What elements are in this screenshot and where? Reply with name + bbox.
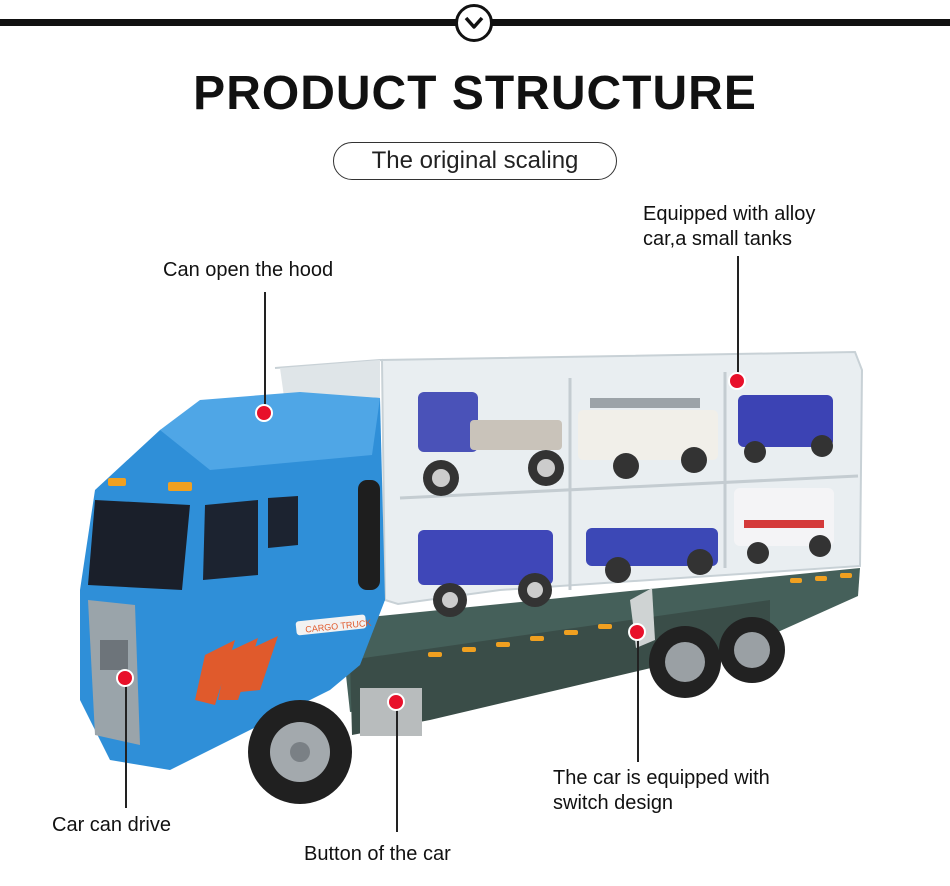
callout-alloy-line1: Equipped with alloy [643, 203, 816, 225]
callout-alloy-line2: car,a small tanks [643, 228, 792, 250]
front-grille [88, 600, 140, 745]
trailer-lights [428, 573, 852, 657]
truck-cab [80, 395, 385, 770]
fire-truck-toy [578, 398, 718, 479]
leader-drive [125, 680, 127, 808]
callout-drive: Car can drive [52, 813, 171, 838]
callout-switch-line1: The car is equipped with [553, 767, 770, 789]
subtitle-text: The original scaling [371, 147, 579, 174]
marker-switch [628, 623, 646, 641]
callout-switch-line2: switch design [553, 792, 674, 814]
marker-button [387, 693, 405, 711]
leader-hood [264, 292, 266, 412]
callout-button: Button of the car [304, 842, 451, 867]
leader-switch [637, 632, 639, 762]
callout-hood-text: Can open the hood [163, 259, 334, 281]
callout-drive-text: Car can drive [52, 814, 171, 836]
chevron-down-icon [455, 4, 493, 42]
page-title: PRODUCT STRUCTURE [193, 67, 757, 120]
marker-drive [116, 669, 134, 687]
callout-button-text: Button of the car [304, 843, 451, 865]
cab-side-window [203, 500, 258, 580]
callout-switch: The car is equipped with switch design [553, 766, 770, 816]
callout-hood: Can open the hood [163, 258, 333, 283]
tow-truck-toy [418, 392, 564, 496]
leader-button [396, 704, 398, 832]
exhaust-stack [358, 480, 380, 590]
trailer-wheels [649, 617, 785, 698]
marker-alloy [728, 372, 746, 390]
jeep-toy [418, 530, 553, 617]
cab-windshield [88, 500, 190, 590]
marker-hood [255, 404, 273, 422]
swat-van-toy [738, 395, 833, 463]
leader-alloy [737, 256, 739, 381]
subtitle-badge: The original scaling [333, 142, 617, 180]
callout-alloy: Equipped with alloy car,a small tanks [643, 202, 815, 252]
police-van-toy [734, 488, 834, 564]
police-pickup-toy [586, 528, 718, 583]
cab-hood [160, 392, 380, 470]
